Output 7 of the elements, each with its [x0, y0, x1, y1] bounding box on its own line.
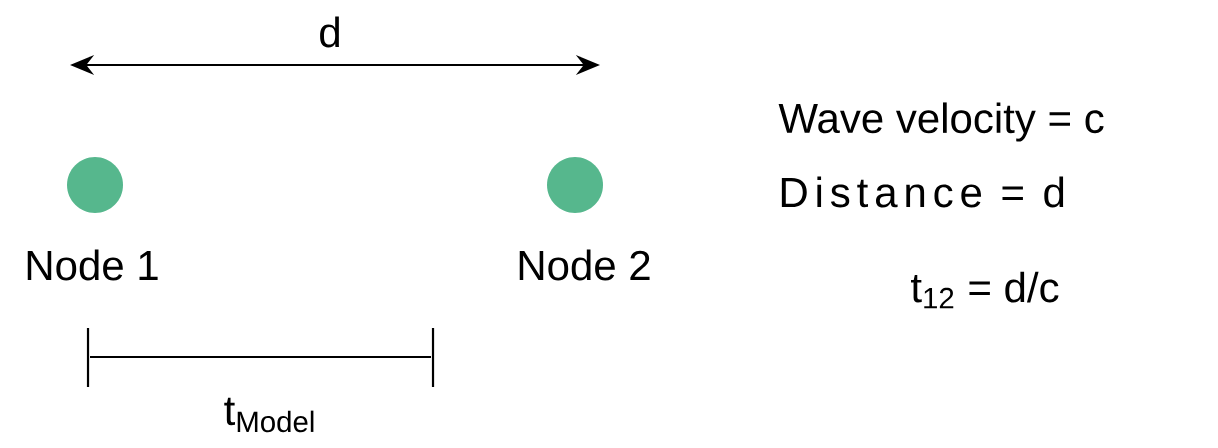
- node-label: Node 2: [519, 249, 650, 281]
- dimension-label: t$_{Model}$: [224, 397, 314, 433]
- equation-text: Distance = d: [781, 176, 1064, 208]
- node-label: Node 1: [27, 249, 158, 281]
- equation-text: t$_{12}$ = d/c: [911, 271, 1059, 309]
- equation-text: Wave velocity = c: [778, 102, 1104, 142]
- dimension-label: d: [320, 16, 339, 48]
